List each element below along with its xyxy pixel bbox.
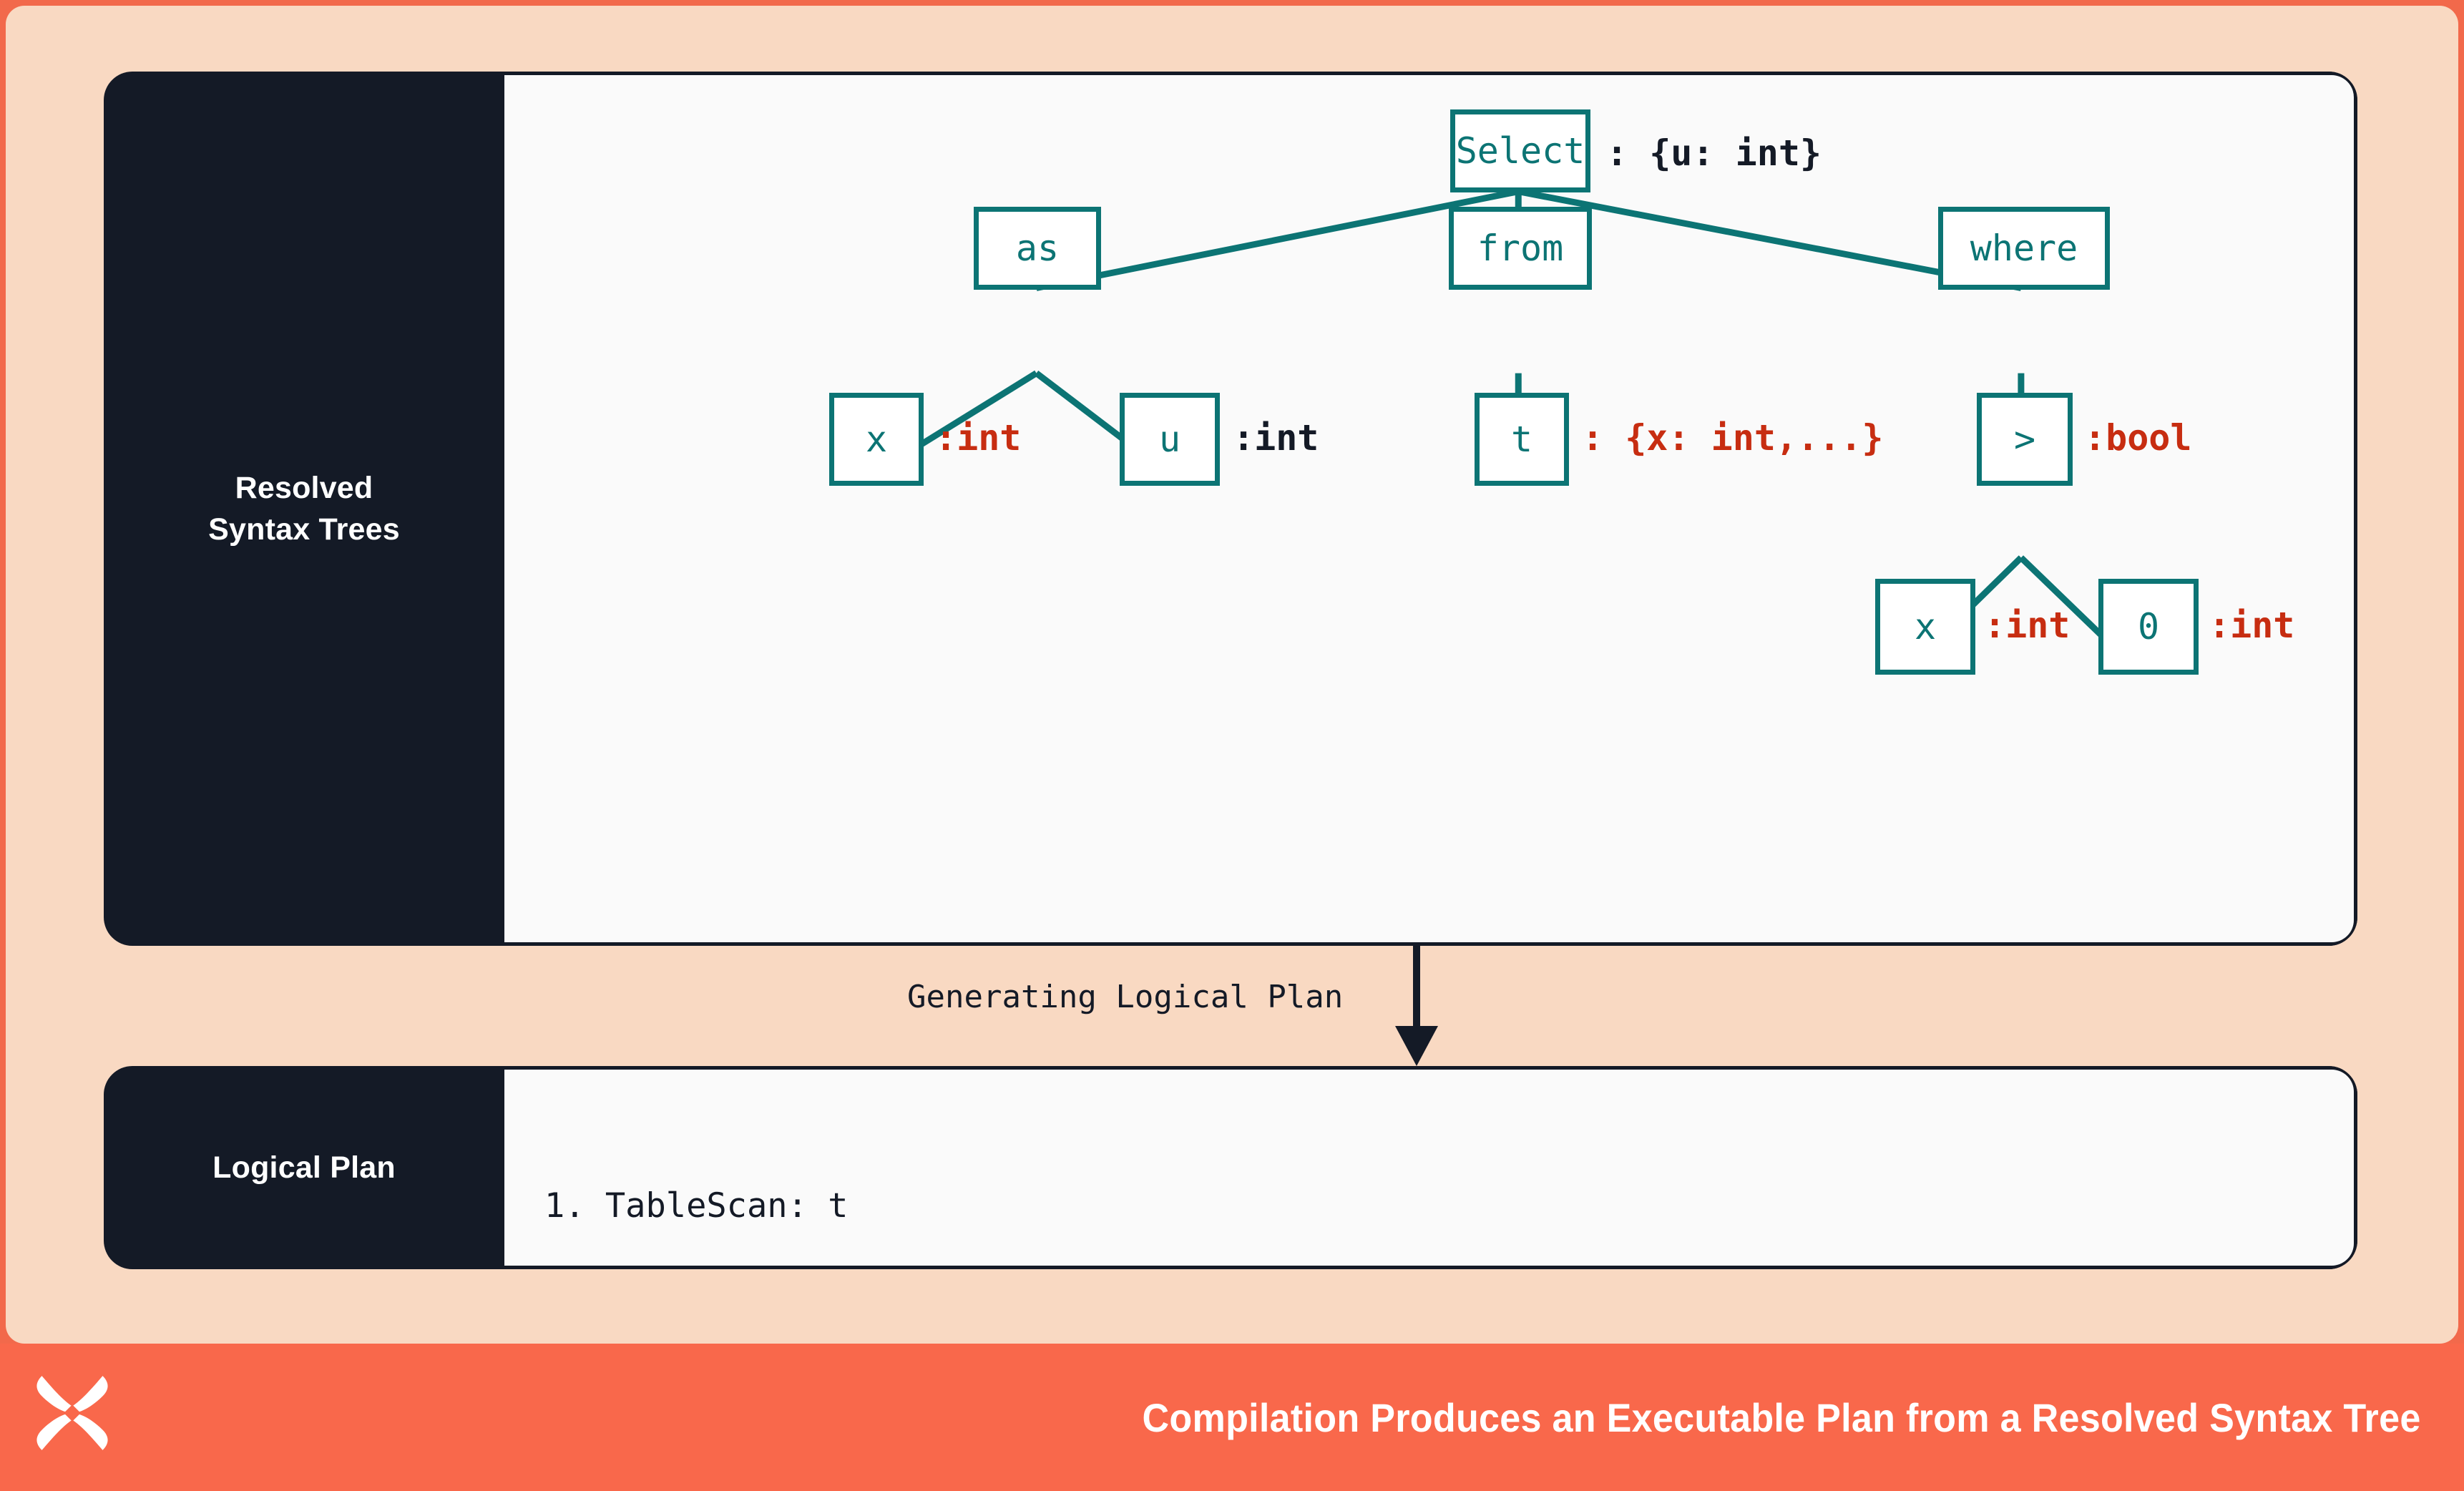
node-where[interactable]: where	[1938, 207, 2110, 290]
logical-plan-panel: Logical Plan 1. TableScan: t 2. Filter: …	[104, 1066, 2357, 1269]
footer-title: Compilation Produces an Executable Plan …	[1142, 1394, 2421, 1440]
list-item: 1. TableScan: t	[544, 1186, 849, 1226]
annotation-gt-x: :int	[1984, 605, 2071, 646]
node-from-t[interactable]: t	[1475, 393, 1569, 486]
four-point-star-logo-icon	[36, 1376, 108, 1450]
tree-edges	[874, 188, 2126, 660]
node-gt-0[interactable]: 0	[2098, 579, 2199, 675]
footer-bar: Compilation Produces an Executable Plan …	[0, 1344, 2464, 1491]
node-as-u[interactable]: u	[1120, 393, 1220, 486]
annotation-gt-0: :int	[2209, 605, 2295, 646]
node-as[interactable]: as	[974, 207, 1101, 290]
annotation-gt: :bool	[2084, 417, 2192, 459]
node-from[interactable]: from	[1449, 207, 1592, 290]
annotation-select: : {u: int}	[1606, 132, 1822, 174]
logical-plan-body: 1. TableScan: t 2. Filter: t.x > 0 3. Pr…	[504, 1066, 2357, 1269]
annotation-as-u: :int	[1233, 417, 1319, 459]
annotation-from-t: : {x: int,...}	[1582, 417, 1884, 459]
node-as-x[interactable]: x	[829, 393, 924, 486]
node-select[interactable]: Select	[1450, 109, 1590, 192]
transition-label: Generating Logical Plan	[907, 979, 1344, 1015]
down-arrow-icon	[1395, 946, 1438, 1066]
node-gt[interactable]: >	[1977, 393, 2073, 486]
node-gt-x[interactable]: x	[1875, 579, 1975, 675]
resolved-syntax-trees-label: Resolved Syntax Trees	[208, 470, 400, 547]
logical-plan-label: Logical Plan	[212, 1150, 396, 1185]
syntax-tree-canvas: Select : {u: int} as from where x :int u…	[504, 72, 2357, 946]
logical-plan-list: 1. TableScan: t 2. Filter: t.x > 0 3. Pr…	[544, 1095, 1010, 1269]
annotation-as-x: :int	[935, 417, 1022, 459]
resolved-syntax-trees-panel: Resolved Syntax Trees	[104, 72, 2357, 946]
